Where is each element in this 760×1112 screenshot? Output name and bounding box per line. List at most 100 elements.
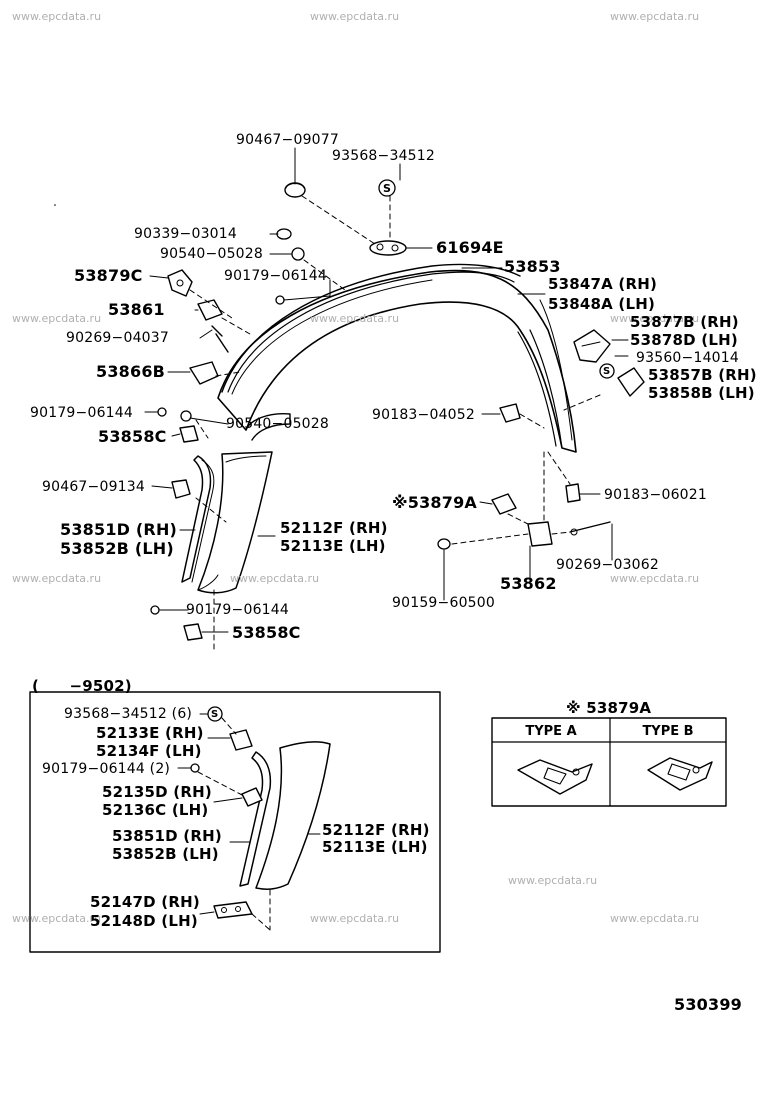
- part-label: 90183−04052: [372, 407, 476, 423]
- bracket-53862: [527, 521, 553, 547]
- type-b-header: TYPE B: [642, 724, 694, 739]
- part-label: 53858C: [232, 623, 301, 642]
- type-table: [491, 717, 727, 807]
- part-label: 53851D (RH): [112, 827, 222, 845]
- washer-s-glyph: S: [211, 709, 219, 720]
- watermark: www.epcdata.ru: [610, 10, 700, 23]
- part-label: 53857B (RH): [648, 366, 757, 384]
- watermark: www.epcdata.ru: [230, 572, 320, 585]
- part-label: 52148D (LH): [90, 912, 198, 930]
- watermark: www.epcdata.ru: [508, 874, 598, 887]
- part-label: 90540−05028: [226, 416, 330, 432]
- nut-90540-top: [291, 247, 305, 261]
- inset-range-label: ( −9502): [32, 677, 132, 695]
- part-label: 90183−06021: [604, 487, 708, 503]
- part-label: 53866B: [96, 362, 166, 381]
- watermark: www.epcdata.ru: [12, 10, 102, 23]
- clip-53879a-main: [491, 493, 517, 515]
- watermark: www.epcdata.ru: [12, 312, 102, 325]
- part-label: 90179−06144 (2): [42, 761, 171, 777]
- nut-90179-left: [157, 407, 167, 417]
- type-a-clip-drawing: [517, 759, 593, 795]
- clip-90183-04052: [499, 403, 521, 423]
- part-label: 93560−14014: [636, 350, 740, 366]
- watermark: www.epcdata.ru: [610, 572, 700, 585]
- washer-symbol-top: [378, 179, 396, 197]
- bracket-53866b: [189, 361, 219, 385]
- part-label: 52112F (RH): [280, 519, 388, 537]
- fender-flare: [217, 263, 577, 453]
- part-label: 53862: [500, 574, 557, 593]
- side-mudguard: [197, 451, 273, 594]
- inset-assembly-lines: [197, 717, 271, 931]
- part-label: 90467−09077: [236, 132, 340, 148]
- watermark: www.epcdata.ru: [310, 10, 400, 23]
- part-label: 90159−60500: [392, 595, 496, 611]
- part-label: 52112F (RH): [322, 821, 430, 839]
- grommet-90339: [276, 228, 292, 240]
- part-label: 90269−04037: [66, 330, 170, 346]
- part-label: 53852B (LH): [60, 539, 174, 558]
- part-label: 93568−34512: [332, 148, 436, 164]
- clip-53858c-top: [179, 425, 199, 443]
- part-label: 53878D (LH): [630, 331, 738, 349]
- type-a-header: TYPE A: [525, 724, 577, 739]
- nut-90179-bottom: [150, 605, 160, 615]
- bracket-53857b: [617, 367, 645, 397]
- screw-90269-03062: [569, 521, 611, 536]
- part-label: 53858C: [98, 427, 167, 446]
- part-label: 61694E: [436, 238, 504, 257]
- part-label: 52113E (LH): [280, 537, 386, 555]
- washer-s-glyph: S: [603, 366, 611, 377]
- inset-parts: [190, 706, 331, 919]
- part-label: 90179−06144: [30, 405, 134, 421]
- clip-90467-09134: [171, 479, 191, 499]
- watermark: www.epcdata.ru: [12, 912, 102, 925]
- part-label: 53879C: [74, 266, 143, 285]
- watermark: www.epcdata.ru: [12, 572, 102, 585]
- weatherstrip: [181, 455, 215, 583]
- leader-lines: [144, 147, 629, 633]
- part-label: 53847A (RH): [548, 275, 658, 293]
- inset-leader-lines: [177, 713, 321, 915]
- part-label: 90540−05028: [160, 246, 264, 262]
- part-label: 53852B (LH): [112, 845, 219, 863]
- pad-61694e: [369, 240, 407, 256]
- clip-53861: [197, 299, 223, 321]
- watermark: www.epcdata.ru: [610, 312, 700, 325]
- part-label: 53848A (LH): [548, 295, 656, 313]
- nut-90179-top: [275, 295, 285, 305]
- part-label: 52135D (RH): [102, 783, 212, 801]
- type-table-title: ※ 53879A: [566, 699, 652, 717]
- inset-box: [29, 691, 441, 953]
- part-label: 90339−03014: [134, 226, 238, 242]
- washer-symbol-right: [599, 363, 615, 379]
- part-label: 53877B (RH): [630, 313, 739, 331]
- part-label: ※53879A: [392, 493, 478, 512]
- part-label: 53851D (RH): [60, 520, 178, 539]
- clip-53858c-bottom: [183, 623, 203, 641]
- nut-90540-mid: [180, 410, 192, 422]
- part-label: 52136C (LH): [102, 801, 209, 819]
- diagram-code: 530399: [674, 995, 742, 1014]
- bracket-53877b: [573, 329, 611, 363]
- part-label: 90179−06144: [186, 602, 290, 618]
- part-label: 90179−06144: [224, 268, 328, 284]
- type-b-clip-drawing: [647, 757, 713, 791]
- part-label: 90269−03062: [556, 557, 660, 573]
- clip-90183-06021: [565, 483, 581, 503]
- part-label: 53861: [108, 300, 165, 319]
- watermark: www.epcdata.ru: [610, 912, 700, 925]
- part-label: 52134F (LH): [96, 742, 202, 760]
- screw-90269-04037: [211, 325, 229, 353]
- part-label: 53853: [504, 257, 561, 276]
- part-label: 52133E (RH): [96, 724, 204, 742]
- part-label: 53858B (LH): [648, 384, 755, 402]
- watermark: www.epcdata.ru: [310, 312, 400, 325]
- part-label: 90467−09134: [42, 479, 146, 495]
- part-label: 93568−34512 (6): [64, 706, 193, 722]
- part-label: 52147D (RH): [90, 893, 200, 911]
- clip-90467-09077: [284, 182, 306, 198]
- washer-s-glyph: S: [383, 182, 392, 195]
- watermark: www.epcdata.ru: [310, 912, 400, 925]
